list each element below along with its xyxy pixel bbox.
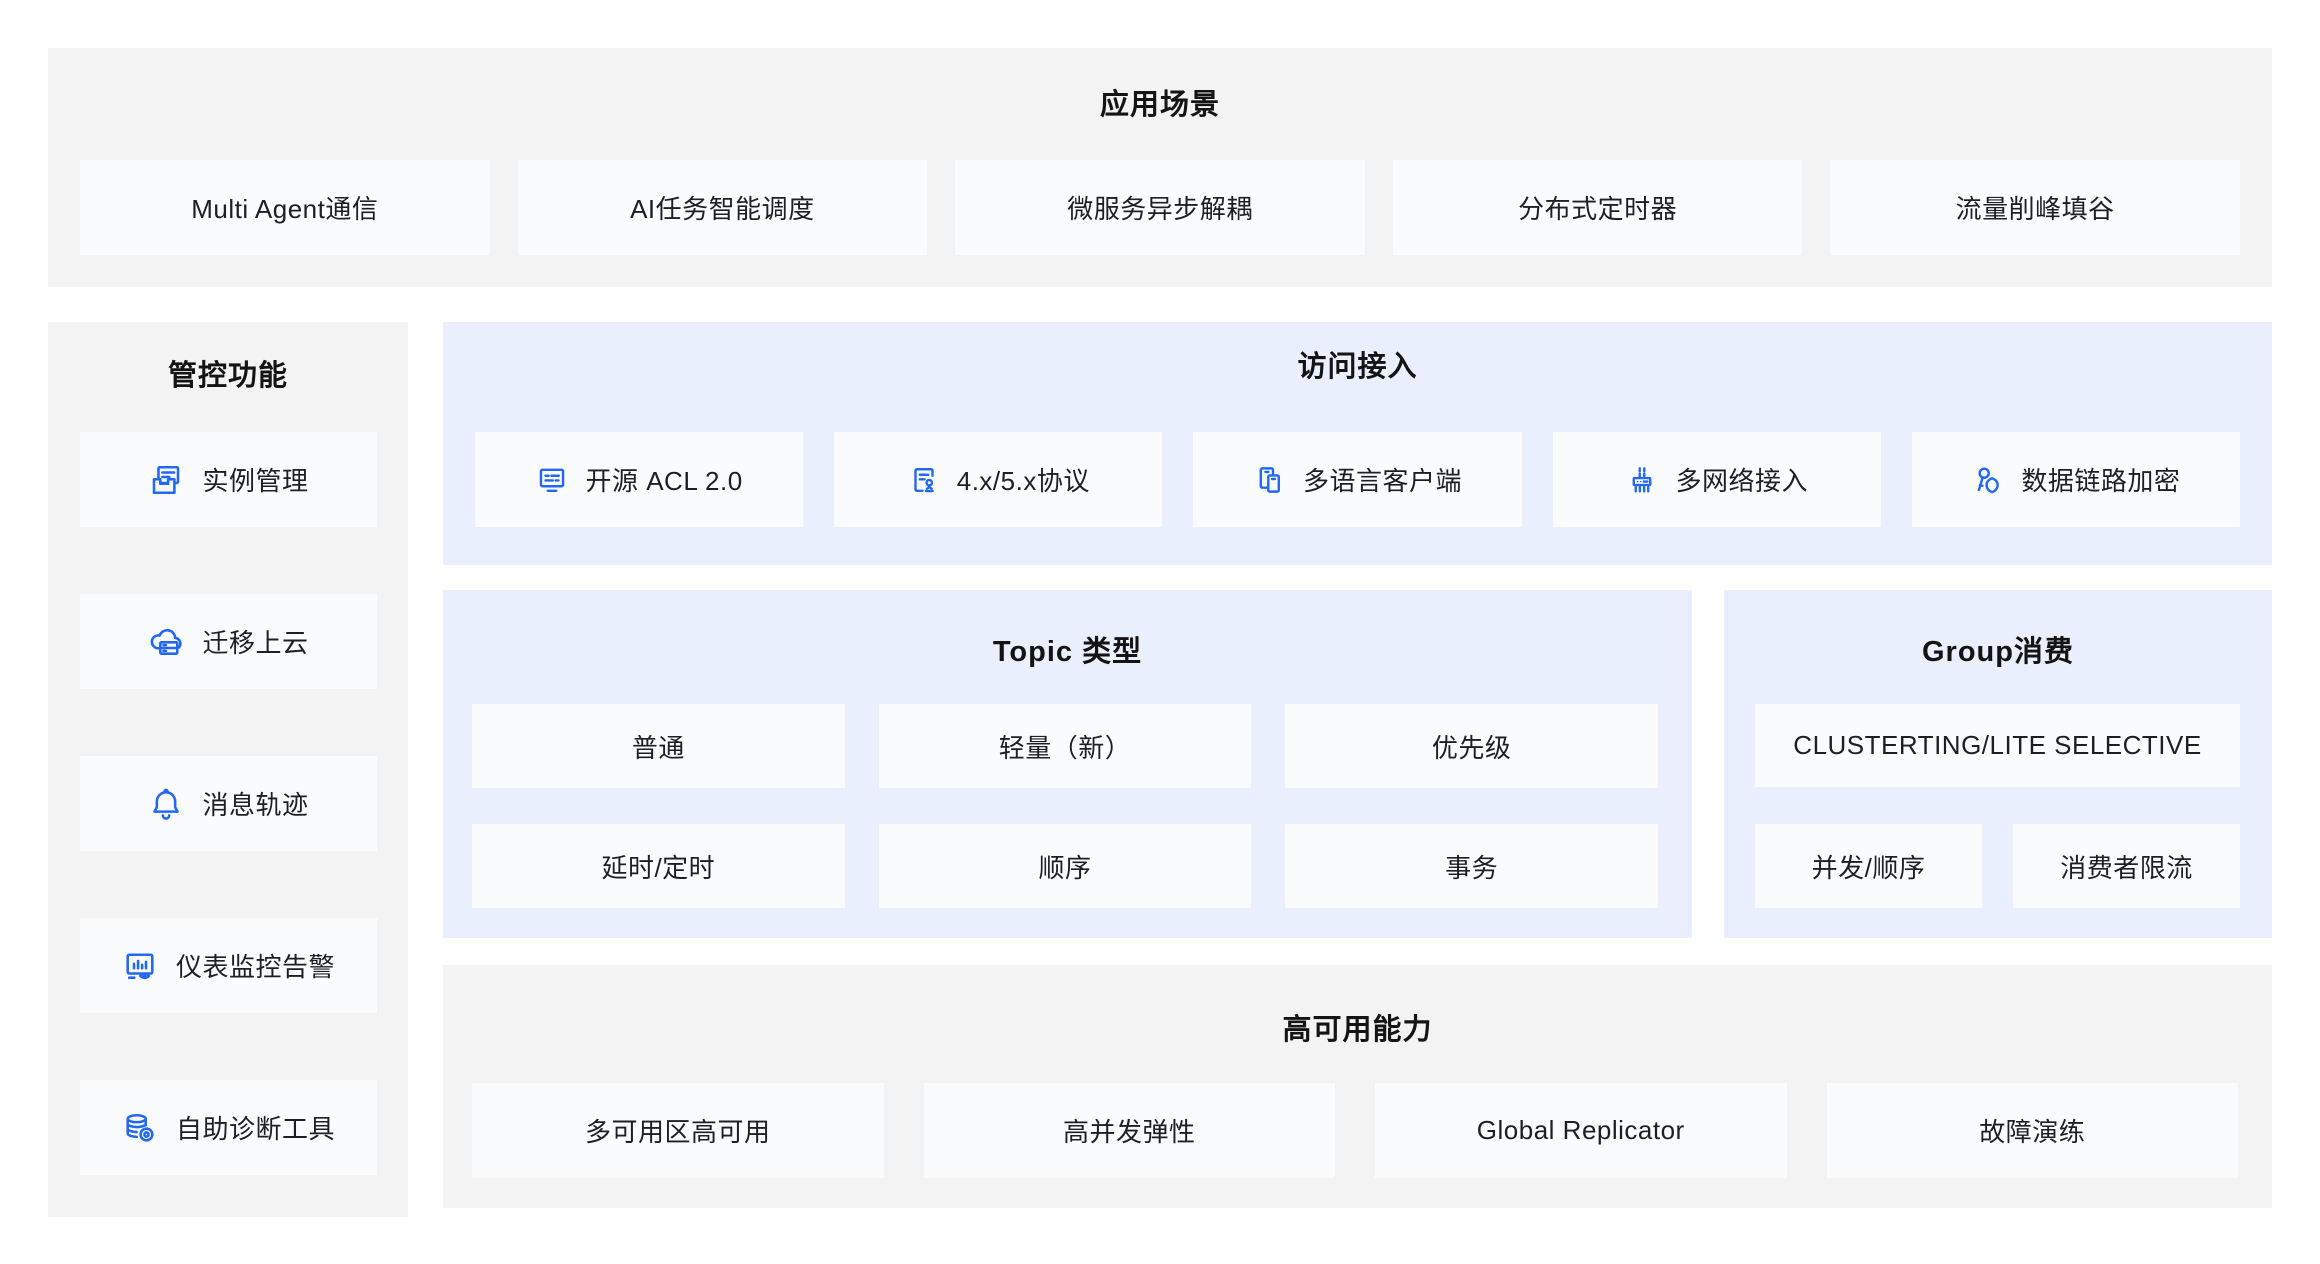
management-panel: 管控功能 实例管理 xyxy=(48,322,408,1217)
access-card-label: 多语言客户端 xyxy=(1303,466,1463,496)
group-row: 并发/顺序 消费者限流 xyxy=(1755,824,2240,908)
cloud-migration-icon xyxy=(148,624,184,660)
topic-panel: Topic 类型 普通 轻量（新） 优先级 延时/定时 顺序 事务 xyxy=(443,590,1692,938)
topic-card: 顺序 xyxy=(878,824,1252,908)
bell-icon xyxy=(148,786,184,822)
ha-card: 多可用区高可用 xyxy=(472,1083,884,1178)
ha-card: 故障演练 xyxy=(1826,1083,2238,1178)
ha-card: Global Replicator xyxy=(1375,1083,1787,1178)
scenario-card: 分布式定时器 xyxy=(1392,160,1803,255)
high-availability-row: 多可用区高可用 高并发弹性 Global Replicator 故障演练 xyxy=(472,1083,2238,1178)
access-title: 访问接入 xyxy=(1297,351,1418,383)
topic-title: Topic 类型 xyxy=(992,636,1143,668)
instance-management-icon xyxy=(148,462,184,498)
ha-card: 高并发弹性 xyxy=(923,1083,1335,1178)
scenarios-panel: 应用场景 Multi Agent通信 AI任务智能调度 微服务异步解耦 分布式定… xyxy=(48,48,2272,287)
key-encryption-icon xyxy=(1971,463,2005,497)
management-card-label: 消息轨迹 xyxy=(202,790,309,820)
topic-card: 延时/定时 xyxy=(472,824,845,908)
topic-card: 优先级 xyxy=(1285,704,1658,788)
scenarios-title: 应用场景 xyxy=(1099,89,1220,121)
scenario-card: 微服务异步解耦 xyxy=(955,160,1365,255)
group-title: Group消费 xyxy=(1922,636,2074,668)
management-list: 实例管理 迁移上云 xyxy=(80,432,377,1175)
management-title: 管控功能 xyxy=(167,360,288,392)
multi-device-icon xyxy=(1253,463,1287,497)
management-card-label: 自助诊断工具 xyxy=(175,1114,335,1144)
database-diagnose-icon xyxy=(122,1110,158,1146)
access-card-network: 多网络接入 xyxy=(1552,432,1881,527)
management-card-dashboard: 仪表监控告警 xyxy=(80,918,377,1013)
access-card-client: 多语言客户端 xyxy=(1193,432,1522,527)
topic-grid: 普通 轻量（新） 优先级 延时/定时 顺序 事务 xyxy=(472,704,1658,908)
access-card-encryption: 数据链路加密 xyxy=(1911,432,2241,527)
access-row: 开源 ACL 2.0 4.x/5.x协议 xyxy=(475,432,2241,527)
scenario-card: 流量削峰填谷 xyxy=(1830,160,2240,255)
topic-card: 普通 xyxy=(472,704,845,788)
management-card-trace: 消息轨迹 xyxy=(80,756,377,851)
access-card-label: 开源 ACL 2.0 xyxy=(585,466,743,496)
high-availability-panel: 高可用能力 多可用区高可用 高并发弹性 Global Replicator 故障… xyxy=(443,965,2272,1208)
dashboard-monitor-icon xyxy=(122,948,158,984)
group-card: 消费者限流 xyxy=(2013,824,2240,908)
scenario-card: Multi Agent通信 xyxy=(80,160,490,255)
management-card-label: 实例管理 xyxy=(202,466,309,496)
scenarios-row: Multi Agent通信 AI任务智能调度 微服务异步解耦 分布式定时器 流量… xyxy=(80,160,2240,255)
management-card-migration: 迁移上云 xyxy=(80,594,377,689)
access-panel: 访问接入 开源 ACL 2.0 xyxy=(443,322,2272,565)
access-card-label: 数据链路加密 xyxy=(2021,466,2181,496)
access-card-label: 多网络接入 xyxy=(1675,466,1808,496)
management-card-instance: 实例管理 xyxy=(80,432,377,527)
management-card-diagnose: 自助诊断工具 xyxy=(80,1080,377,1175)
management-card-label: 迁移上云 xyxy=(202,628,309,658)
topic-card: 轻量（新） xyxy=(878,704,1252,788)
group-panel: Group消费 CLUSTERTING/LITE SELECTIVE 并发/顺序… xyxy=(1724,590,2272,938)
scenario-card: AI任务智能调度 xyxy=(517,160,928,255)
access-card-label: 4.x/5.x协议 xyxy=(956,466,1090,496)
group-card: 并发/顺序 xyxy=(1755,824,1982,908)
network-hub-icon xyxy=(1625,463,1659,497)
access-card-acl: 开源 ACL 2.0 xyxy=(475,432,804,527)
access-card-protocol: 4.x/5.x协议 xyxy=(834,432,1163,527)
group-card-clustering: CLUSTERTING/LITE SELECTIVE xyxy=(1755,704,2240,787)
acl-screen-icon xyxy=(535,463,569,497)
high-availability-title: 高可用能力 xyxy=(1282,1014,1433,1046)
protocol-document-icon xyxy=(907,463,941,497)
topic-card: 事务 xyxy=(1285,824,1658,908)
management-card-label: 仪表监控告警 xyxy=(175,952,335,982)
